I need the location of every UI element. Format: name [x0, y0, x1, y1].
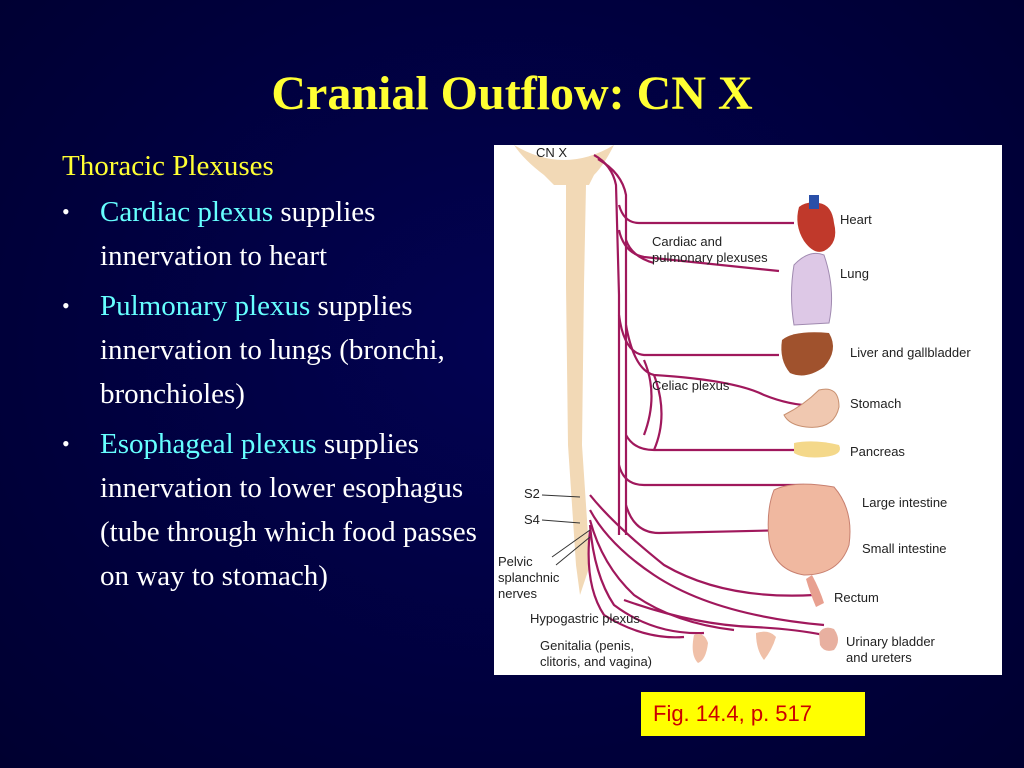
figure-reference: Fig. 14.4, p. 517	[641, 692, 865, 736]
label-bladder-2: and ureters	[846, 650, 912, 665]
pelvic-nerve-2	[589, 509, 825, 627]
slide-title: Cranial Outflow: CN X	[271, 67, 753, 120]
label-s4: S4	[524, 512, 540, 527]
bullet-text: supplies innervation to lungs (bronchi, …	[100, 290, 445, 410]
bullet-marker: •	[62, 199, 70, 224]
label-small-intestine: Small intestine	[862, 541, 947, 556]
vagus-trunk-2	[597, 158, 628, 535]
pancreas-organ	[794, 441, 840, 458]
heart-vessel	[809, 195, 819, 209]
label-liver: Liver and gallbladder	[850, 345, 971, 360]
label-large-intestine: Large intestine	[862, 495, 947, 510]
label-cardiac: Cardiac and	[652, 234, 722, 249]
bullet-marker: •	[62, 293, 70, 318]
genitalia-organ-2	[756, 631, 776, 660]
bullet-cardiac: • Cardiac plexus supplies innervation to …	[62, 190, 482, 278]
lung-branch	[617, 229, 780, 273]
label-pelvic-1: Pelvic	[498, 554, 533, 569]
stomach-branch	[624, 324, 820, 407]
bladder-nerve	[623, 598, 825, 637]
vagus-trunk	[593, 154, 621, 535]
section-heading: Thoracic Plexuses	[62, 150, 274, 182]
pancreas-branch	[625, 434, 804, 452]
rectum-organ	[806, 575, 824, 607]
pelvic-pointer	[551, 529, 591, 558]
label-cnx: CN X	[536, 145, 567, 160]
vagus-nerve-diagram: CN X Cardiac and pulmonary plexuses Celi…	[494, 145, 1002, 675]
pelvic-nerve-1	[589, 494, 815, 597]
bullet-text: supplies innervation to heart	[100, 196, 376, 272]
bullet-pulmonary: • Pulmonary plexus supplies innervation t…	[62, 284, 482, 416]
bullet-list: • Cardiac plexus supplies innervation to …	[62, 190, 482, 598]
s2-pointer	[541, 494, 581, 498]
bullet-term: Cardiac plexus	[100, 196, 274, 228]
label-heart: Heart	[840, 212, 872, 227]
bullet-text: supplies innervation to lower esophagus …	[100, 428, 477, 592]
label-stomach: Stomach	[850, 396, 901, 411]
label-hypogastric: Hypogastric plexus	[530, 611, 640, 626]
bullet-marker: •	[62, 431, 70, 456]
label-cardiac-2: pulmonary plexuses	[652, 250, 768, 265]
large-intestine-branch	[617, 464, 804, 487]
genitalia-nerve	[587, 529, 685, 639]
liver-organ	[781, 332, 833, 376]
pelvic-pointer-2	[555, 536, 591, 566]
lung-organ	[791, 252, 833, 326]
heart-branch	[617, 204, 794, 225]
lung-branch-2	[624, 239, 655, 265]
heart-organ	[797, 202, 836, 252]
bladder-organ	[819, 627, 838, 651]
pelvic-nerve-3	[588, 519, 735, 632]
s4-pointer	[541, 519, 581, 524]
small-intestine-branch	[624, 504, 795, 535]
bullet-term: Pulmonary plexus	[100, 290, 311, 322]
label-s2: S2	[524, 486, 540, 501]
pelvic-nerve-4	[588, 524, 705, 635]
text-panel: Thoracic Plexuses • Cardiac plexus suppli…	[62, 148, 482, 604]
genitalia-organ-1	[692, 634, 708, 663]
bullet-esophageal: • Esophageal plexus supplies innervation …	[62, 422, 482, 598]
label-celiac: Celiac plexus	[652, 378, 730, 393]
label-lung: Lung	[840, 266, 869, 281]
label-genitalia-2: clitoris, and vagina)	[540, 654, 652, 669]
liver-branch	[617, 314, 779, 357]
label-pelvic-3: nerves	[498, 586, 538, 601]
brainstem	[514, 145, 614, 185]
bullet-term: Esophageal plexus	[100, 428, 317, 460]
label-pancreas: Pancreas	[850, 444, 905, 459]
label-genitalia-1: Genitalia (penis,	[540, 638, 634, 653]
celiac-loop	[642, 359, 653, 436]
intestine-organ	[767, 483, 851, 576]
diagram-svg: CN X Cardiac and pulmonary plexuses Celi…	[498, 145, 971, 669]
label-bladder-1: Urinary bladder	[846, 634, 936, 649]
celiac-loop-2	[652, 374, 663, 451]
stomach-organ	[783, 388, 840, 428]
spinal-cord	[566, 185, 590, 595]
label-rectum: Rectum	[834, 590, 879, 605]
label-pelvic-2: splanchnic	[498, 570, 560, 585]
